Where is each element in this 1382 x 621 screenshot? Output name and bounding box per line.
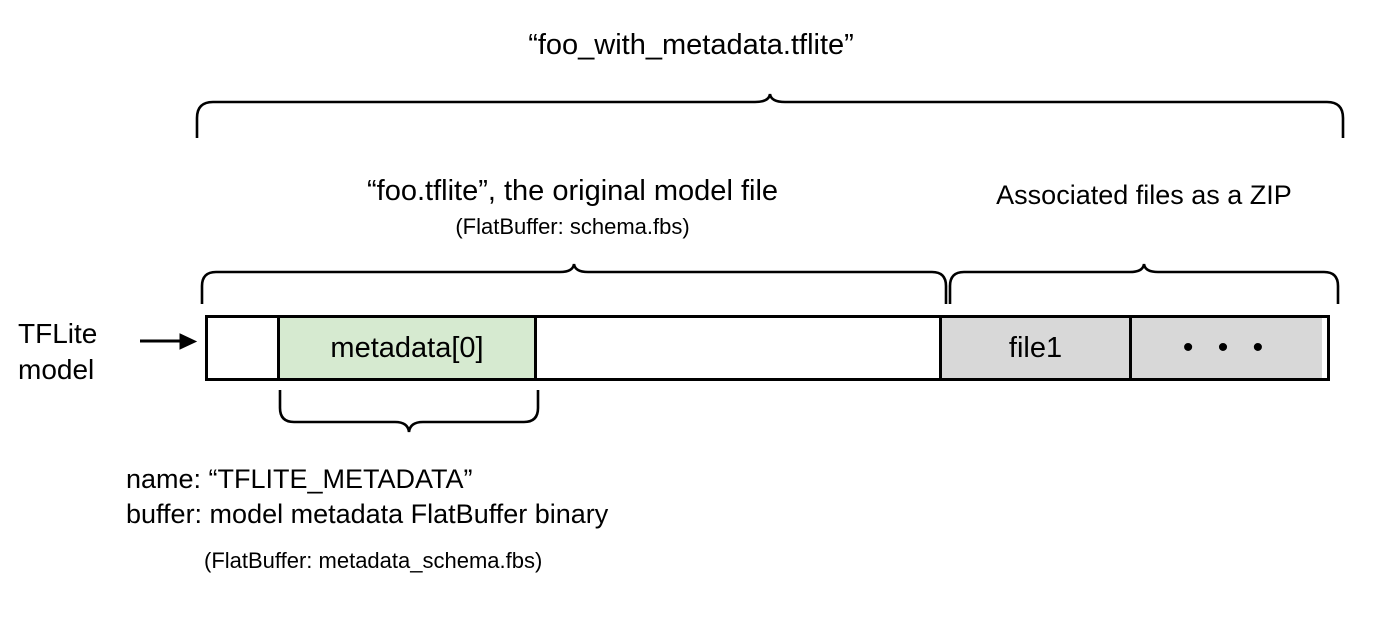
metadata-caption-buffer: buffer: model metadata FlatBuffer binary: [126, 499, 609, 530]
diagram-title: “foo_with_metadata.tflite”: [528, 29, 854, 61]
metadata-caption: name: “TFLITE_METADATA” buffer: model me…: [126, 462, 886, 532]
brace-original-model-file: [200, 263, 948, 304]
metadata-caption-name: name: “TFLITE_METADATA”: [126, 464, 473, 494]
bar-cell-metadata: metadata[0]: [280, 318, 537, 378]
bar-cell-model-body: [537, 318, 942, 378]
associated-files-zip-label: Associated files as a ZIP: [996, 180, 1292, 210]
metadata-caption-schema: (FlatBuffer: metadata_schema.fbs): [204, 548, 543, 573]
tflite-model-label: TFLite model: [18, 318, 98, 385]
brace-top-full-file: [195, 93, 1345, 138]
bar-cell-more-files: • • •: [1132, 318, 1322, 378]
brace-metadata-detail: [278, 390, 540, 433]
brace-associated-files: [948, 263, 1340, 304]
tflite-model-bar: metadata[0] file1 • • •: [205, 315, 1330, 381]
bar-cell-file1: file1: [942, 318, 1132, 378]
original-model-file-label: “foo.tflite”, the original model file: [366, 175, 779, 207]
bar-cell-header: [208, 318, 280, 378]
original-model-file-schema-label: (FlatBuffer: schema.fbs): [455, 214, 690, 239]
arrow-icon: [140, 330, 198, 359]
